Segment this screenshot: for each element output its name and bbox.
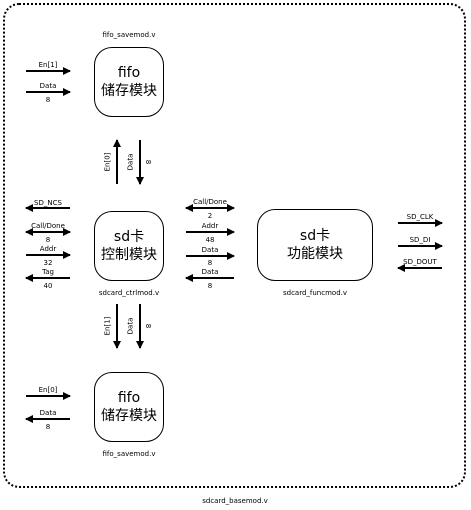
top-data-width: 8 — [144, 159, 153, 165]
func-subtitle: 功能模块 — [287, 246, 343, 262]
bottom-en1-label: En[1] — [103, 316, 112, 336]
cf-addr-width: 48 — [205, 236, 215, 244]
ctrl-addr-label: Addr — [39, 245, 57, 253]
fifo-bottom-en-label: En[0] — [38, 386, 58, 394]
fifo-top-data-label: Data — [39, 82, 57, 90]
sdcard-func-module: sd卡 功能模块 — [257, 209, 373, 281]
fifo-top-subtitle: 储存模块 — [101, 83, 157, 99]
func-sd-dout-label: SD_DOUT — [403, 258, 437, 266]
fifo-bottom-data-width: 8 — [45, 423, 51, 431]
ctrl-tag-label: Tag — [42, 268, 54, 276]
ctrl-caption: sdcard_ctrlmod.v — [98, 289, 160, 297]
outer-module-frame — [3, 3, 466, 488]
ctrl-addr-width: 32 — [43, 259, 53, 267]
ctrl-calldone-width: 8 — [45, 236, 51, 244]
cf-calldone-width: 2 — [207, 212, 213, 220]
ctrl-calldone-label: Call/Done — [31, 222, 65, 230]
fifo-top-caption: fifo_savemod.v — [102, 31, 156, 39]
cf-data-out-label: Data — [201, 268, 219, 276]
fifo-top-data-width: 8 — [45, 96, 51, 104]
fifo-bottom-data-label: Data — [39, 409, 57, 417]
func-caption: sdcard_funcmod.v — [282, 289, 348, 297]
fifo-bottom-subtitle: 储存模块 — [101, 408, 157, 424]
cf-addr-label: Addr — [201, 222, 219, 230]
top-en0-label: En[0] — [103, 152, 112, 172]
bottom-data-label: Data — [126, 317, 135, 335]
cf-data-in-label: Data — [201, 246, 219, 254]
top-data-label: Data — [126, 153, 135, 171]
fifo-bottom-title: fifo — [117, 390, 141, 406]
sdcard-ctrl-module: sd卡 控制模块 — [94, 211, 164, 281]
outer-module-caption: sdcard_basemod.v — [202, 497, 268, 505]
fifo-top-module: fifo 储存模块 — [94, 47, 164, 117]
cf-data-in-width: 8 — [207, 259, 213, 267]
ctrl-subtitle: 控制模块 — [101, 247, 157, 263]
func-title: sd卡 — [299, 228, 331, 244]
fifo-top-en-label: En[1] — [38, 61, 58, 69]
fifo-bottom-module: fifo 储存模块 — [94, 372, 164, 442]
cf-calldone-label: Call/Done — [193, 198, 227, 206]
fifo-bottom-caption: fifo_savemod.v — [102, 450, 156, 458]
ctrl-tag-width: 40 — [43, 282, 53, 290]
func-sd-di-label: SD_DI — [409, 236, 431, 244]
bottom-data-width: 8 — [144, 323, 153, 329]
fifo-top-title: fifo — [117, 65, 141, 81]
ctrl-title: sd卡 — [113, 229, 145, 245]
cf-data-out-width: 8 — [207, 282, 213, 290]
ctrl-sd-ncs-label: SD_NCS — [34, 199, 62, 207]
func-sd-clk-label: SD_CLK — [406, 213, 434, 221]
